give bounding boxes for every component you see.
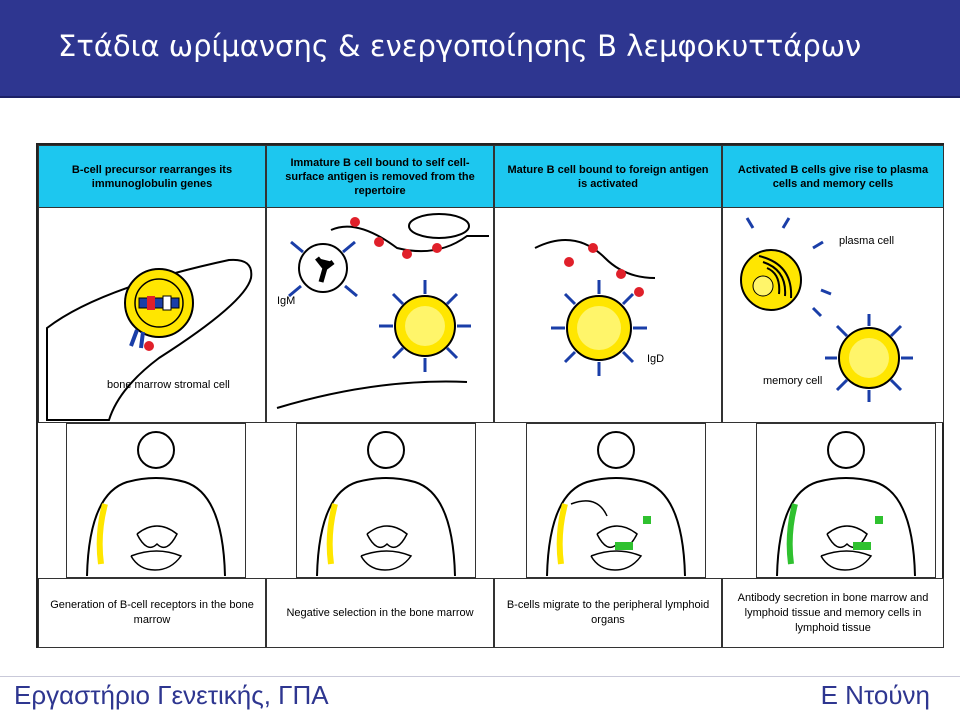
mature-illustration: IgD — [534, 239, 664, 376]
b-cell-figure: B-cell precursor rearranges its immunogl… — [36, 143, 944, 648]
activated-illustration: plasma cell memory cell — [740, 217, 913, 402]
bottom-caption-2: Negative selection in the bone marrow — [266, 578, 494, 648]
body-silhouette-1 — [86, 431, 226, 577]
panel-mature-caption: Mature B cell bound to foreign antigen i… — [495, 146, 721, 208]
body-panel-3 — [526, 423, 706, 578]
stromal-cell-label: bone marrow stromal cell — [107, 379, 230, 391]
body-panel-1 — [66, 423, 246, 578]
immature-illustration: IgM — [276, 213, 489, 409]
precursor-illustration: bone marrow stromal cell — [46, 258, 253, 421]
body-panel-2 — [296, 423, 476, 578]
panel-activated-caption: Activated B cells give rise to plasma ce… — [723, 146, 943, 208]
title-bar: Στάδια ωρίμανσης & ενεργοποίησης Β λεμφο… — [0, 0, 960, 98]
body-panel-4 — [756, 423, 936, 578]
panel-immature: Immature B cell bound to self cell-surfa… — [266, 145, 494, 423]
footer-institution: Εργαστήριο Γενετικής, ΓΠΑ — [14, 680, 329, 710]
footer-author: Ε Ντούνη — [820, 680, 930, 710]
panel-immature-caption: Immature B cell bound to self cell-surfa… — [267, 146, 493, 208]
bottom-caption-3: B-cells migrate to the peripheral lympho… — [494, 578, 722, 648]
panel-precursor-caption: B-cell precursor rearranges its immunogl… — [39, 146, 265, 208]
slide-title: Στάδια ωρίμανσης & ενεργοποίησης Β λεμφο… — [58, 29, 862, 63]
igm-label: IgM — [277, 295, 295, 307]
igd-label: IgD — [647, 353, 664, 365]
footer-divider — [0, 676, 960, 677]
bottom-caption-1: Generation of B-cell receptors in the bo… — [38, 578, 266, 648]
body-silhouette-3 — [546, 431, 686, 577]
body-silhouette-2 — [316, 431, 456, 577]
bottom-caption-4: Antibody secretion in bone marrow and ly… — [722, 578, 944, 648]
body-silhouette-4 — [776, 431, 916, 577]
panel-activated: Activated B cells give rise to plasma ce… — [722, 145, 944, 423]
panel-mature: Mature B cell bound to foreign antigen i… — [494, 145, 722, 423]
memory-cell-label: memory cell — [763, 375, 822, 387]
panel-precursor: B-cell precursor rearranges its immunogl… — [38, 145, 266, 423]
plasma-cell-label: plasma cell — [839, 235, 894, 247]
